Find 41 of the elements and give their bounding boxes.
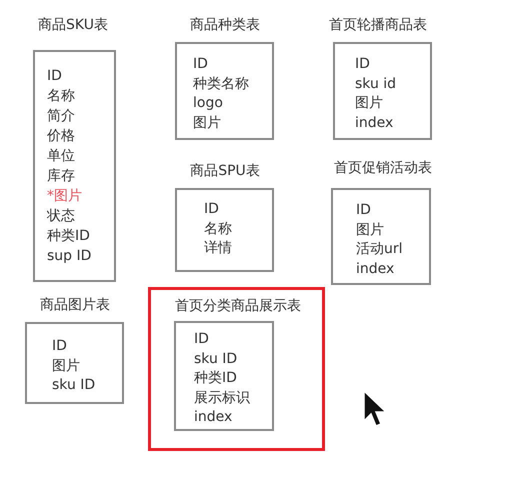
field-name: 种类ID [47, 227, 90, 246]
highlight-frame [148, 287, 325, 451]
field-name: ID [204, 200, 219, 219]
field-name: sku ID [52, 376, 96, 395]
field-name: 单位 [47, 147, 75, 166]
field-name: ID [47, 67, 62, 86]
field-name: 名称 [47, 87, 75, 106]
field-name: 图片 [52, 356, 80, 376]
field-name: 详情 [204, 239, 232, 258]
field-name: sku ID [194, 350, 238, 368]
table-title: 首页分类商品展示表 [175, 298, 301, 314]
field-name: logo [193, 94, 223, 113]
table-title: 商品种类表 [190, 17, 260, 33]
field-name: index [355, 114, 394, 132]
field-name: sku id [355, 74, 396, 94]
field-name: *图片 [47, 187, 82, 206]
field-name: 名称 [204, 220, 232, 238]
table-title: 商品SKU表 [38, 17, 108, 33]
table-title: 商品SPU表 [190, 163, 260, 179]
field-name: ID [52, 337, 67, 356]
table-title: 商品图片表 [40, 297, 110, 313]
field-name: sup ID [47, 247, 92, 266]
field-name: 展示标识 [194, 388, 250, 408]
field-name: ID [356, 201, 371, 220]
table-title: 首页促销活动表 [334, 160, 432, 176]
field-name: 种类ID [194, 369, 237, 388]
field-name: 图片 [356, 220, 384, 240]
field-name: 种类名称 [193, 74, 249, 94]
field-name: index [194, 408, 232, 427]
field-name: 库存 [47, 167, 75, 186]
field-name: 简介 [47, 107, 75, 126]
table-title: 首页轮播商品表 [329, 17, 427, 33]
field-name: ID [355, 55, 370, 74]
field-name: ID [194, 330, 209, 349]
field-name: 价格 [47, 127, 75, 146]
field-name: 状态 [47, 207, 75, 226]
field-name: 图片 [355, 94, 383, 113]
field-name: index [356, 260, 394, 278]
field-name: 图片 [193, 114, 221, 132]
field-name: 活动url [356, 240, 403, 259]
field-name: ID [193, 55, 208, 74]
